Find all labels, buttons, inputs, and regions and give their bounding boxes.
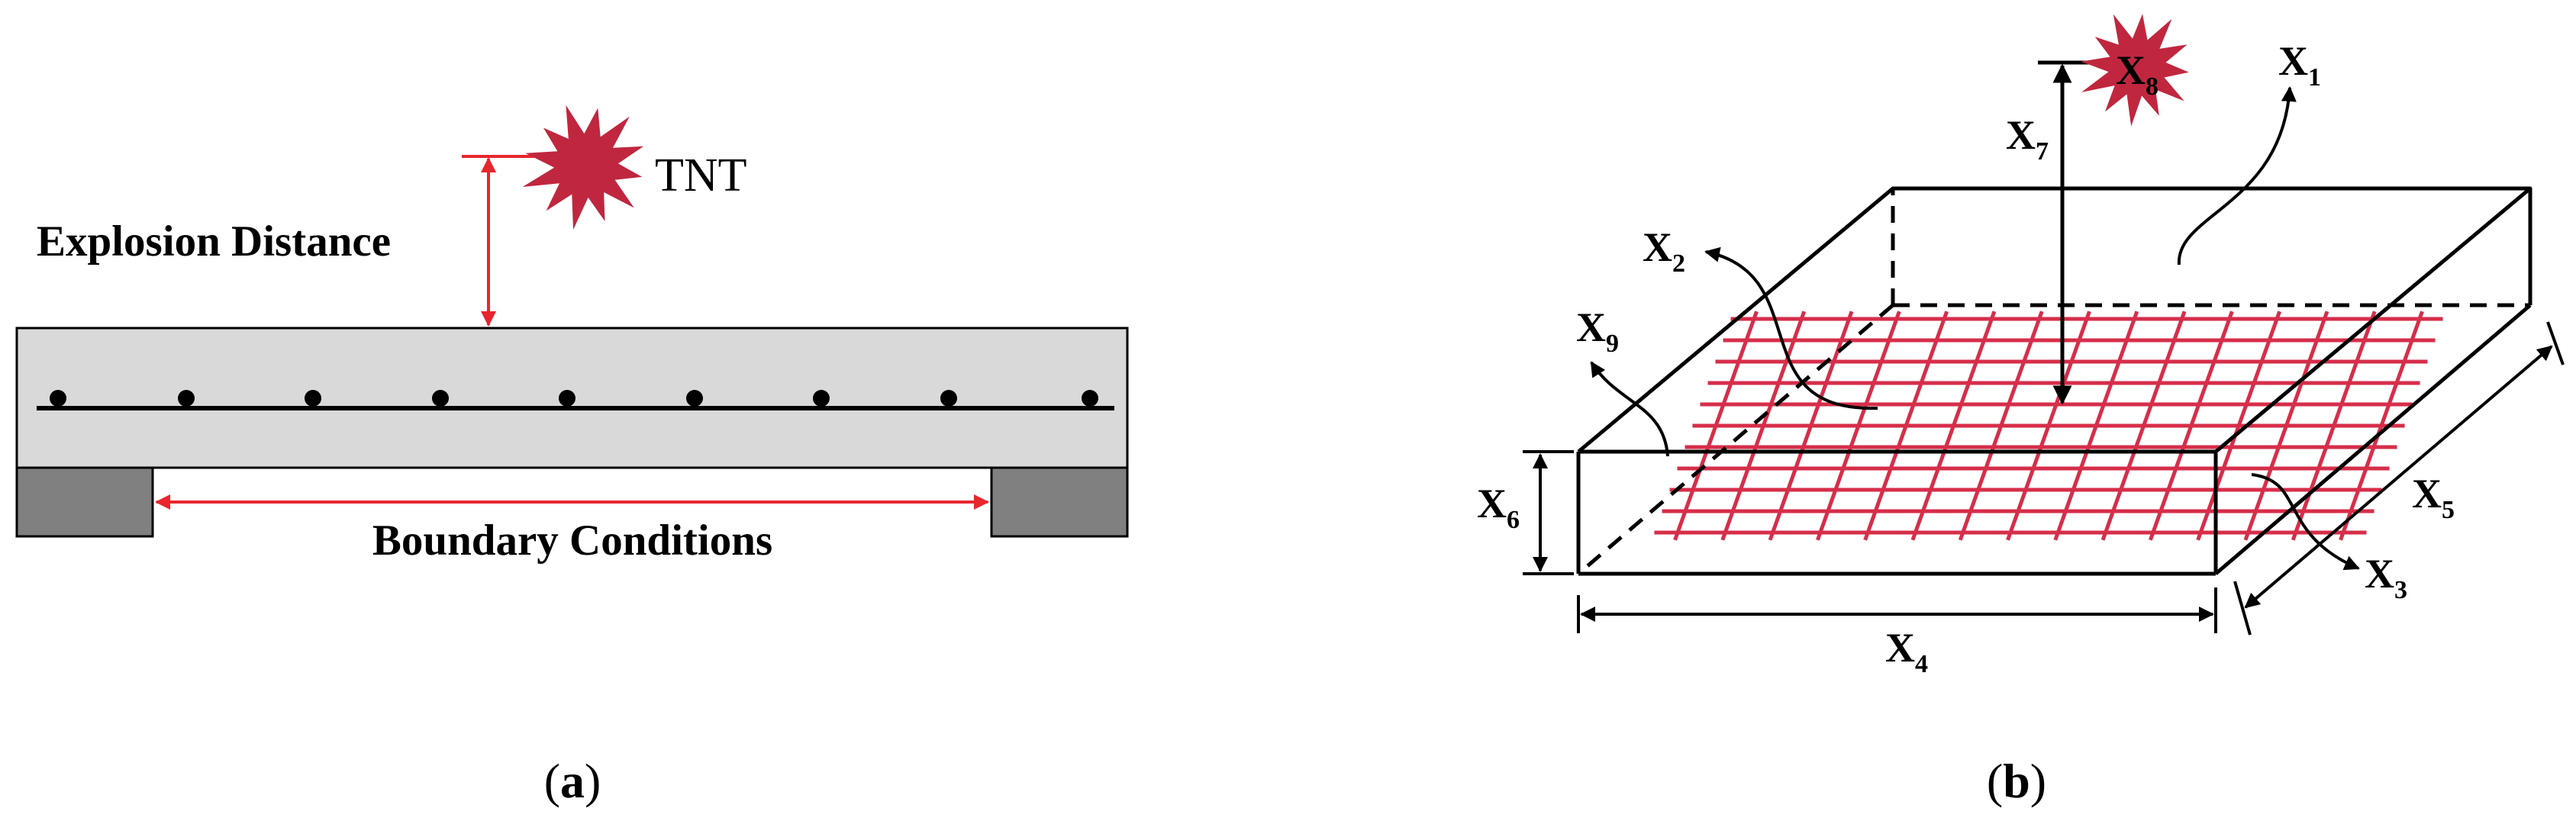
panel-b: X1 X2 X3 X4 X5 X6 X7 X8 X9 (b): [1477, 14, 2565, 808]
rebar-dot: [813, 390, 830, 407]
rebar-dot: [432, 390, 449, 407]
rebar-dot: [1082, 390, 1098, 407]
bottom-edge-right: [2214, 304, 2532, 575]
rebar-dot: [559, 390, 575, 407]
explosion-icon: [2081, 14, 2189, 127]
rebar-dot: [940, 390, 957, 407]
rebar-dots: [50, 390, 1098, 407]
support-left: [15, 466, 154, 538]
explosion-icon: [522, 105, 644, 230]
explosion-distance-label: Explosion Distance: [37, 217, 391, 266]
label-x7: X7: [2006, 112, 2049, 166]
panel-a: TNT Explosion Distance Boundary Conditio…: [15, 105, 1129, 808]
hidden-edge-left-bottom: [1577, 304, 1894, 575]
caption-a: (a): [544, 754, 601, 808]
rebar-dot: [305, 390, 321, 407]
boundary-conditions-label: Boundary Conditions: [372, 517, 772, 565]
label-x4: X4: [1885, 625, 1928, 678]
tnt-label: TNT: [655, 150, 747, 201]
rebar-dot: [686, 390, 703, 407]
label-x9: X9: [1576, 304, 1619, 358]
label-x2: X2: [1643, 224, 1685, 278]
label-x8: X8: [2116, 47, 2158, 101]
label-x6: X6: [1477, 481, 1520, 534]
label-x3: X3: [2365, 551, 2407, 604]
width-tick-far: [2546, 321, 2565, 365]
rebar-mesh: [1654, 311, 2443, 541]
leader-x1: [2177, 86, 2297, 266]
width-tick-near: [2233, 581, 2252, 636]
leader-x2: [1704, 246, 1878, 410]
rebar-dot: [178, 390, 195, 407]
label-x1: X1: [2278, 38, 2321, 92]
leader-x9: [1590, 361, 1669, 457]
support-right: [990, 466, 1129, 538]
caption-b: (b): [1987, 754, 2046, 808]
rebar-dot: [50, 390, 66, 407]
width-arrow: [2244, 345, 2553, 609]
leader-x3: [2251, 473, 2360, 571]
label-x5: X5: [2412, 471, 2455, 524]
